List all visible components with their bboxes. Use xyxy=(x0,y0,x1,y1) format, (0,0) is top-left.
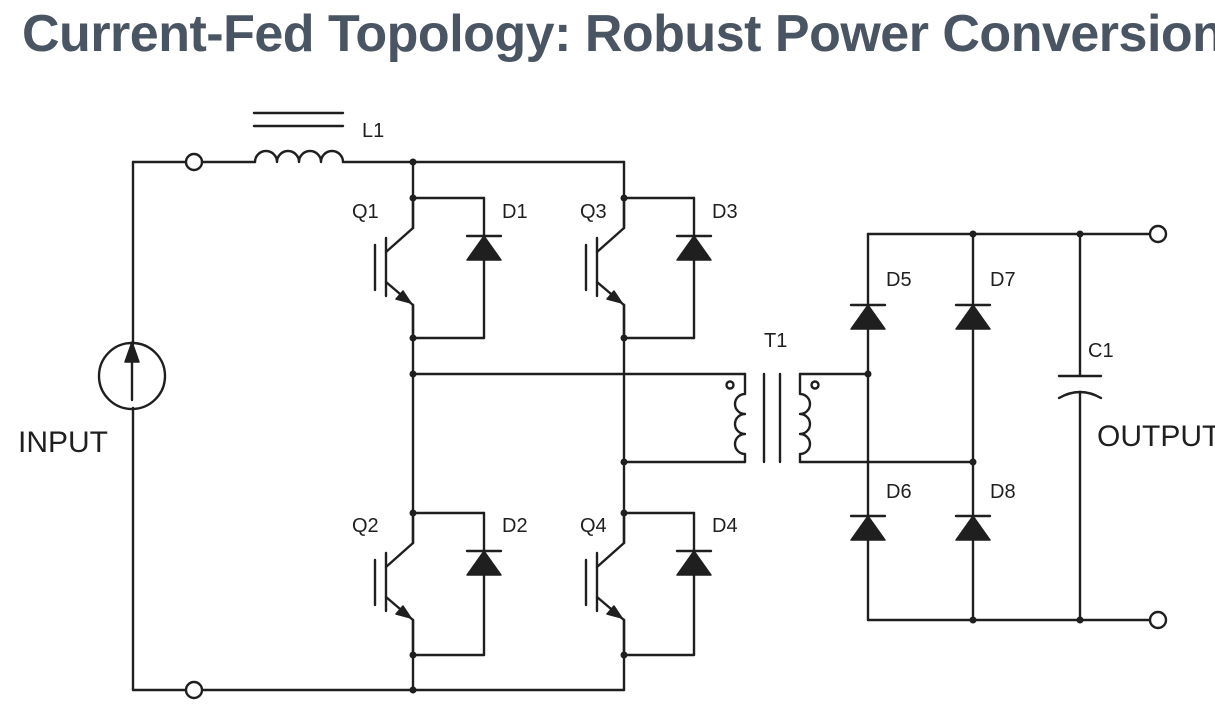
junction-dots xyxy=(409,158,1084,694)
q2-label: Q2 xyxy=(352,515,379,537)
diode-d6 xyxy=(849,460,887,622)
igbt-q2 xyxy=(373,511,415,657)
diode-d4 xyxy=(622,511,713,657)
diode-d2 xyxy=(411,511,503,657)
q3-label: Q3 xyxy=(580,201,607,223)
q1-label: Q1 xyxy=(352,201,379,223)
d2-label: D2 xyxy=(502,515,528,537)
inductor-l1 xyxy=(200,111,626,164)
input-wiring xyxy=(131,160,626,692)
transformer-t1 xyxy=(725,372,975,464)
diagram-title: Current-Fed Topology: Robust Power Conve… xyxy=(22,5,1215,63)
d7-label: D7 xyxy=(990,269,1016,291)
output-rails xyxy=(866,232,1152,622)
igbt-q3 xyxy=(584,196,626,340)
t1-label: T1 xyxy=(764,330,787,352)
input-label: INPUT xyxy=(18,426,108,459)
igbt-q4 xyxy=(584,511,626,657)
d6-label: D6 xyxy=(886,481,912,503)
capacitor-c1 xyxy=(1057,232,1103,622)
output-label: OUTPUT xyxy=(1097,420,1215,453)
diode-d7 xyxy=(954,232,992,464)
diode-d5 xyxy=(849,232,887,464)
output-terminal-top xyxy=(1148,224,1168,244)
d5-label: D5 xyxy=(886,269,912,291)
diode-d3 xyxy=(622,196,713,340)
c1-label: C1 xyxy=(1088,340,1114,362)
l1-label: L1 xyxy=(362,120,384,142)
input-terminal-top xyxy=(184,152,204,172)
q4-label: Q4 xyxy=(580,515,607,537)
diode-d8 xyxy=(954,460,992,622)
d3-label: D3 xyxy=(712,201,738,223)
igbt-q1 xyxy=(373,196,415,340)
diode-d1 xyxy=(411,196,503,340)
d1-label: D1 xyxy=(502,201,528,223)
current-source xyxy=(97,341,167,411)
output-terminal-bottom xyxy=(1148,610,1168,630)
d4-label: D4 xyxy=(712,515,738,537)
input-terminal-bottom xyxy=(184,680,204,700)
d8-label: D8 xyxy=(990,481,1016,503)
